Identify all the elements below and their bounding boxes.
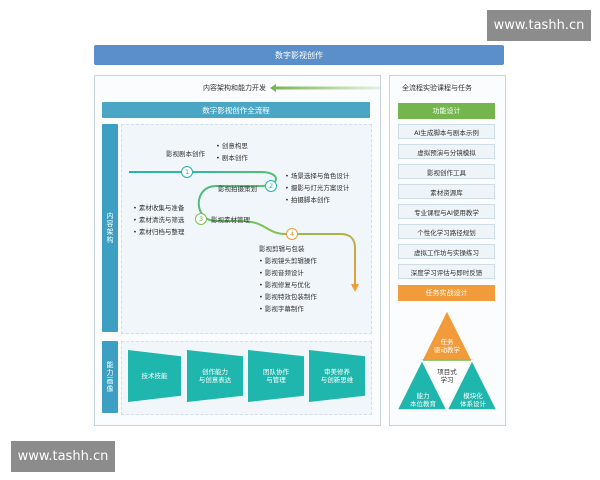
step-number-2: 2 [269,182,274,190]
step-label-1: 影视剧本创作 [166,150,205,158]
step-item: 摄影与灯光方案设计 [285,185,350,192]
step-label-2: 影视拍摄策划 [218,185,257,193]
step-item: 剧本创作 [216,155,248,162]
function-item: 专业课程与AI使用教学 [398,204,495,219]
function-design-header: 功能设计 [398,103,495,119]
watermark-bottom: www.tashh.cn [11,441,115,472]
function-item: AI生成脚本与剧本示例 [398,124,495,139]
right-caption: 全流程实验课程与任务 [402,84,472,92]
flow-header: 数字影视创作全流程 [102,102,370,118]
function-item: 虚拟工作坊与实操练习 [398,244,495,259]
function-item: 个性化学习路径规划 [398,224,495,239]
ability-item: 创作能力与创意表达 [187,350,243,402]
ability-profile-bar: 能力画像 [102,341,118,413]
process-flow-curve [129,166,359,292]
task-design-header: 任务实战设计 [398,285,495,301]
step-item: 影视音频设计 [259,270,304,277]
left-caption: 内容架构和能力开发 [203,84,266,92]
step-item: 影视修复与优化 [259,282,311,289]
step-item: 素材归档与整理 [133,229,185,236]
step-item: 拍摄脚本创作 [285,197,330,204]
function-item: 影视创作工具 [398,164,495,179]
function-item: 虚拟预演与分镜模拟 [398,144,495,159]
page-title: 数字影视创作 [94,45,504,65]
step-item: 素材收集与准备 [133,205,185,212]
step-item: 创意构思 [216,143,248,150]
triangle-left-label: 能力本位教育 [410,392,436,409]
step-item: 影视字幕制作 [259,306,304,313]
step-number-1: 1 [185,168,190,176]
triangle-right-label: 模块化体系设计 [460,392,486,409]
triangle-top-label: 任务驱动教学 [434,338,460,355]
left-arrow-icon [270,84,380,92]
watermark-top: www.tashh.cn [487,10,591,41]
ability-item: 团队协作与管理 [248,350,304,402]
step-item: 影视特效包装制作 [259,294,317,301]
function-item: 深度学习评估与即时反馈 [398,264,495,279]
step-number-3: 3 [199,215,204,223]
step-item: 素材清洗与筛选 [133,217,185,224]
ability-item: 审美修养与创新思维 [309,350,365,402]
function-item: 素材资源库 [398,184,495,199]
step-label-3: 影视素材管理 [211,216,250,224]
content-architecture-bar: 内容架构 [102,124,118,332]
triangle-center-label: 项目式学习 [437,368,457,385]
pedagogy-triangle [397,308,497,412]
ability-item: 技术技能 [128,350,181,402]
step-item: 场景选择与角色设计 [285,173,350,180]
step-item: 影视镜头剪辑操作 [259,258,317,265]
step-number-4: 4 [290,230,295,238]
step-label-4: 影视剪辑与包装 [259,245,305,253]
